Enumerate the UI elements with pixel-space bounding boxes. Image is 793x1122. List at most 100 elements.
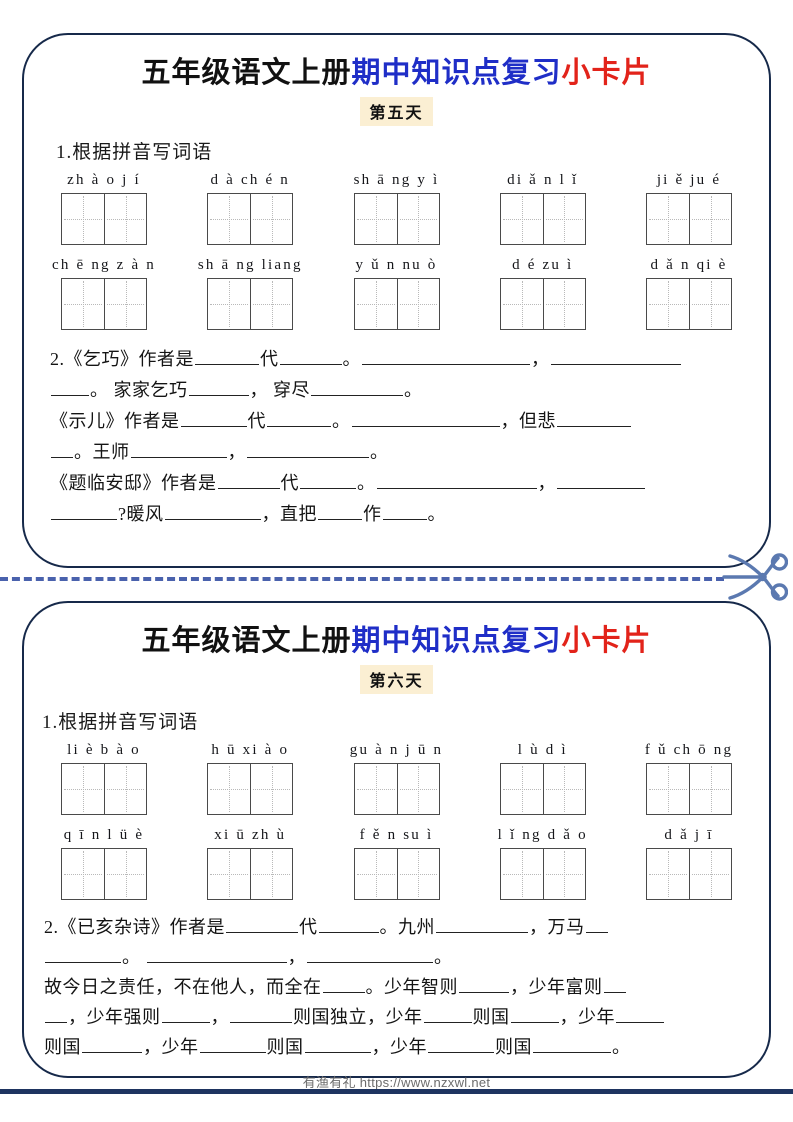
tianzige-grid[interactable] [353,848,440,900]
answer-blank[interactable] [226,915,298,933]
tianzige-cell[interactable] [250,764,292,814]
answer-blank[interactable] [428,1035,494,1053]
tianzige-grid[interactable] [646,763,732,815]
tianzige-cell[interactable] [396,764,439,814]
tianzige-grid[interactable] [353,763,440,815]
answer-blank[interactable] [533,1035,611,1053]
tianzige-grid[interactable] [499,848,586,900]
tianzige-grid[interactable] [499,193,586,245]
answer-blank[interactable] [304,1035,371,1053]
answer-blank[interactable] [311,378,403,396]
answer-blank[interactable] [217,471,280,489]
answer-blank[interactable] [279,347,342,365]
answer-blank[interactable] [230,1005,292,1023]
tianzige-cell[interactable] [104,194,146,244]
answer-blank[interactable] [300,471,356,489]
tianzige-grid[interactable] [207,278,294,330]
answer-blank[interactable] [423,1005,472,1023]
tianzige-cell[interactable] [501,279,543,329]
answer-blank[interactable] [130,440,227,458]
tianzige-cell[interactable] [689,849,731,899]
answer-blank[interactable] [550,347,681,365]
answer-blank[interactable] [146,945,287,963]
tianzige-cell[interactable] [542,279,585,329]
tianzige-cell[interactable] [689,194,731,244]
tianzige-cell[interactable] [647,194,689,244]
answer-blank[interactable] [164,502,261,520]
tianzige-cell[interactable] [208,194,250,244]
answer-blank[interactable] [161,1005,210,1023]
tianzige-cell[interactable] [501,194,543,244]
answer-blank[interactable] [510,1005,559,1023]
tianzige-cell[interactable] [396,279,439,329]
answer-blank[interactable] [180,409,247,427]
answer-blank[interactable] [82,1035,142,1053]
answer-blank[interactable] [382,502,427,520]
answer-blank[interactable] [195,347,259,365]
tianzige-cell[interactable] [62,194,104,244]
tianzige-cell[interactable] [542,849,585,899]
answer-blank[interactable] [318,502,362,520]
answer-blank[interactable] [603,975,626,993]
answer-blank[interactable] [585,915,608,933]
tianzige-grid[interactable] [61,763,147,815]
tianzige-cell[interactable] [647,764,689,814]
answer-blank[interactable] [51,378,89,396]
tianzige-cell[interactable] [647,849,689,899]
tianzige-grid[interactable] [61,848,147,900]
answer-blank[interactable] [307,945,433,963]
answer-blank[interactable] [436,915,528,933]
tianzige-grid[interactable] [646,193,732,245]
tianzige-cell[interactable] [208,849,250,899]
answer-blank[interactable] [362,347,530,365]
tianzige-cell[interactable] [250,194,292,244]
tianzige-cell[interactable] [250,279,292,329]
tianzige-grid[interactable] [646,278,732,330]
tianzige-cell[interactable] [62,764,104,814]
tianzige-grid[interactable] [61,278,147,330]
tianzige-grid[interactable] [207,848,294,900]
tianzige-grid[interactable] [207,763,294,815]
tianzige-cell[interactable] [501,764,543,814]
answer-blank[interactable] [376,471,537,489]
answer-blank[interactable] [557,409,631,427]
tianzige-cell[interactable] [208,279,250,329]
tianzige-cell[interactable] [396,194,439,244]
tianzige-cell[interactable] [62,849,104,899]
answer-blank[interactable] [351,409,500,427]
answer-blank[interactable] [459,975,509,993]
answer-blank[interactable] [267,409,331,427]
answer-blank[interactable] [45,945,121,963]
tianzige-cell[interactable] [250,849,292,899]
answer-blank[interactable] [188,378,249,396]
tianzige-cell[interactable] [355,764,397,814]
answer-blank[interactable] [616,1005,664,1023]
tianzige-grid[interactable] [353,278,440,330]
tianzige-cell[interactable] [355,194,397,244]
tianzige-cell[interactable] [501,849,543,899]
tianzige-grid[interactable] [499,278,586,330]
answer-blank[interactable] [51,502,117,520]
tianzige-cell[interactable] [689,279,731,329]
tianzige-cell[interactable] [62,279,104,329]
tianzige-cell[interactable] [542,764,585,814]
answer-blank[interactable] [557,471,645,489]
answer-blank[interactable] [51,440,73,458]
tianzige-cell[interactable] [647,279,689,329]
answer-blank[interactable] [45,1005,67,1023]
tianzige-cell[interactable] [208,764,250,814]
tianzige-grid[interactable] [207,193,294,245]
tianzige-cell[interactable] [355,279,397,329]
tianzige-cell[interactable] [542,194,585,244]
tianzige-grid[interactable] [646,848,732,900]
tianzige-cell[interactable] [396,849,439,899]
answer-blank[interactable] [247,440,369,458]
answer-blank[interactable] [318,915,379,933]
tianzige-cell[interactable] [104,279,146,329]
tianzige-grid[interactable] [499,763,586,815]
answer-blank[interactable] [322,975,365,993]
tianzige-grid[interactable] [353,193,440,245]
tianzige-cell[interactable] [104,764,146,814]
tianzige-grid[interactable] [61,193,147,245]
tianzige-cell[interactable] [355,849,397,899]
